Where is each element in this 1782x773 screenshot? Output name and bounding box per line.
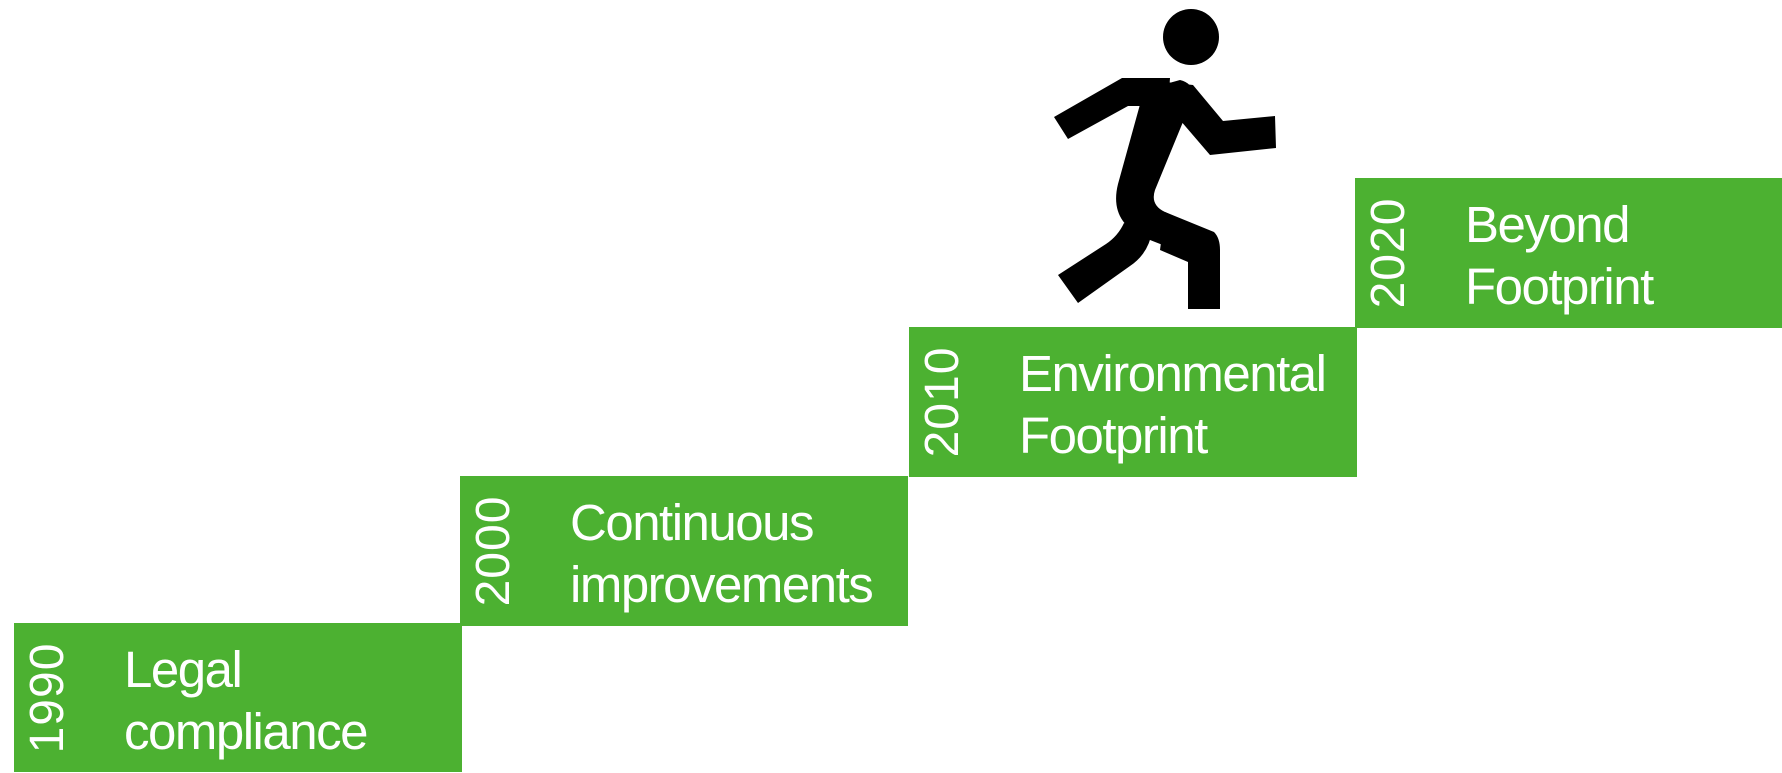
year-label: 2000	[467, 495, 520, 607]
year-label-container: 2010	[909, 327, 971, 477]
step-title-line-1: Legal	[124, 641, 243, 698]
step-title-line-1: Beyond	[1465, 196, 1630, 253]
year-label: 1990	[21, 642, 74, 754]
step-title-line-2: improvements	[570, 556, 874, 613]
step-1990: 1990 Legal compliance	[14, 623, 462, 772]
step-title: Legal compliance	[124, 639, 368, 763]
step-title-line-1: Environmental	[1019, 345, 1327, 402]
year-label: 2010	[916, 346, 969, 458]
step-2020: 2020 Beyond Footprint	[1355, 178, 1782, 328]
year-label-container: 1990	[14, 623, 76, 773]
running-person-icon	[1054, 9, 1276, 309]
step-title-line-2: Footprint	[1019, 407, 1208, 464]
year-label-container: 2000	[460, 476, 522, 626]
year-label: 2020	[1362, 197, 1415, 309]
step-title: Environmental Footprint	[1019, 343, 1327, 467]
step-2000: 2000 Continuous improvements	[460, 476, 908, 626]
step-title: Continuous improvements	[570, 492, 874, 616]
step-title: Beyond Footprint	[1465, 194, 1654, 318]
step-title-line-1: Continuous	[570, 494, 815, 551]
step-2010: 2010 Environmental Footprint	[909, 327, 1357, 477]
year-label-container: 2020	[1355, 178, 1417, 328]
step-title-line-2: compliance	[124, 703, 368, 760]
step-title-line-2: Footprint	[1465, 258, 1654, 315]
